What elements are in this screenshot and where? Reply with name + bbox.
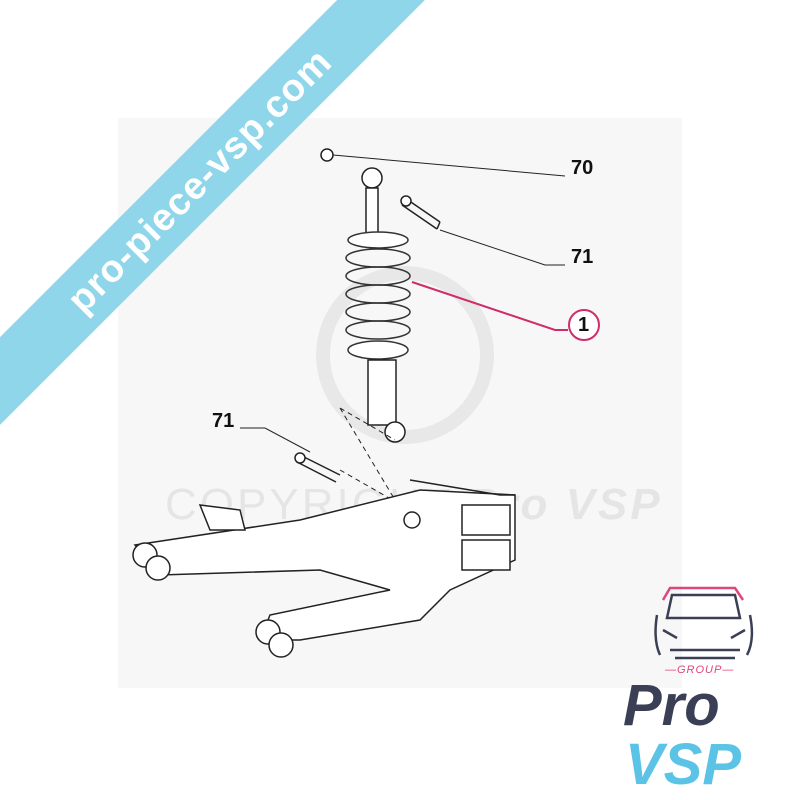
- logo-group-text: —GROUP—: [665, 664, 735, 676]
- leader-line-70: [332, 154, 566, 177]
- callout-label-70: 70: [571, 157, 594, 179]
- callout-circle-1: [568, 309, 600, 341]
- logo-vsp-text: VSP: [625, 732, 742, 797]
- copyright-symbol: [316, 266, 494, 444]
- pro-vsp-logo: —GROUP— Pro VSP: [615, 580, 785, 794]
- bolt-part-71-top: [400, 195, 441, 230]
- callout-label-1: 1: [578, 314, 590, 336]
- nut-part-70: [320, 148, 334, 162]
- leader-line-1: [411, 281, 568, 331]
- leader-line-71-top: [439, 229, 565, 266]
- shock-absorber-part-1: [345, 167, 411, 443]
- logo-pro-text: Pro: [623, 673, 720, 738]
- car-outline-icon: [654, 586, 754, 660]
- callout-label-71-top: 71: [571, 246, 594, 268]
- leader-line-71-bottom: [240, 427, 311, 453]
- rear-axle-beam: [132, 479, 516, 658]
- bolt-part-71-bottom: [294, 452, 341, 483]
- callout-label-71-bottom: 71: [212, 410, 235, 432]
